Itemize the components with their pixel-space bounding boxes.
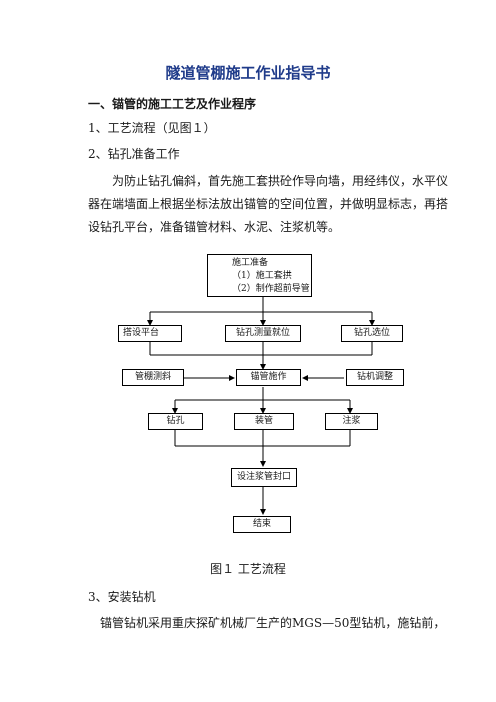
flow-box-drill-survey: 钻孔测量就位 [225, 325, 301, 342]
flow-box-end: 结束 [233, 516, 291, 533]
flow-box-pipe-install: 装管 [234, 413, 294, 430]
paragraph-drilling-prep: 为防止钻孔偏斜，首先施工套拱砼作导向墙，用经纬仪，水平仪 器在端墙面上根据坐标法… [88, 170, 449, 239]
flow-box-anchor-install: 锚管施作 [236, 369, 301, 386]
flow-box-seal: 设注浆管封口 [231, 468, 297, 487]
flow-box-grouting: 注浆 [325, 413, 378, 430]
flow-box-drill-position: 钻孔选位 [341, 325, 403, 342]
figure-caption: 图１ 工艺流程 [210, 562, 286, 576]
flow-box-platform: 搭设平台 [118, 325, 182, 342]
section-heading-1: 一、锚管的施工工艺及作业程序 [88, 97, 257, 111]
paragraph-drill-machine: 锚管钻机采用重庆探矿机械厂生产的MGS—50型钻机，施钻前， [100, 616, 446, 630]
paragraph-line-2: 器在端墙面上根据坐标法放出锚管的空间位置，并做明显标志，再搭 [88, 197, 449, 211]
flow-start-step-1: （1）施工套拱 [232, 271, 292, 281]
item-2-drilling-prep: 2、钻孔准备工作 [88, 147, 180, 161]
paragraph-line-3: 设钻孔平台，准备锚管材料、水泥、注浆机等。 [88, 220, 341, 234]
document-title: 隧道管棚施工作业指导书 [165, 64, 331, 82]
flow-box-drill-adjust: 钻机调整 [346, 369, 404, 386]
flow-box-inclination: 管棚测斜 [122, 369, 184, 386]
flow-box-drilling: 钻孔 [148, 413, 203, 430]
paragraph-line-1: 为防止钻孔偏斜，首先施工套拱砼作导向墙，用经纬仪，水平仪 [112, 174, 449, 188]
flow-start-step-2: （2）制作超前导管 [232, 284, 310, 294]
item-3-install-drill: 3、安装钻机 [88, 590, 156, 604]
flow-start-box: 施工准备 （1）施工套拱 （2）制作超前导管 [207, 254, 312, 297]
flow-start-title: 施工准备 [232, 258, 269, 268]
item-1-process-flow: 1、工艺流程（见图１） [88, 121, 216, 135]
